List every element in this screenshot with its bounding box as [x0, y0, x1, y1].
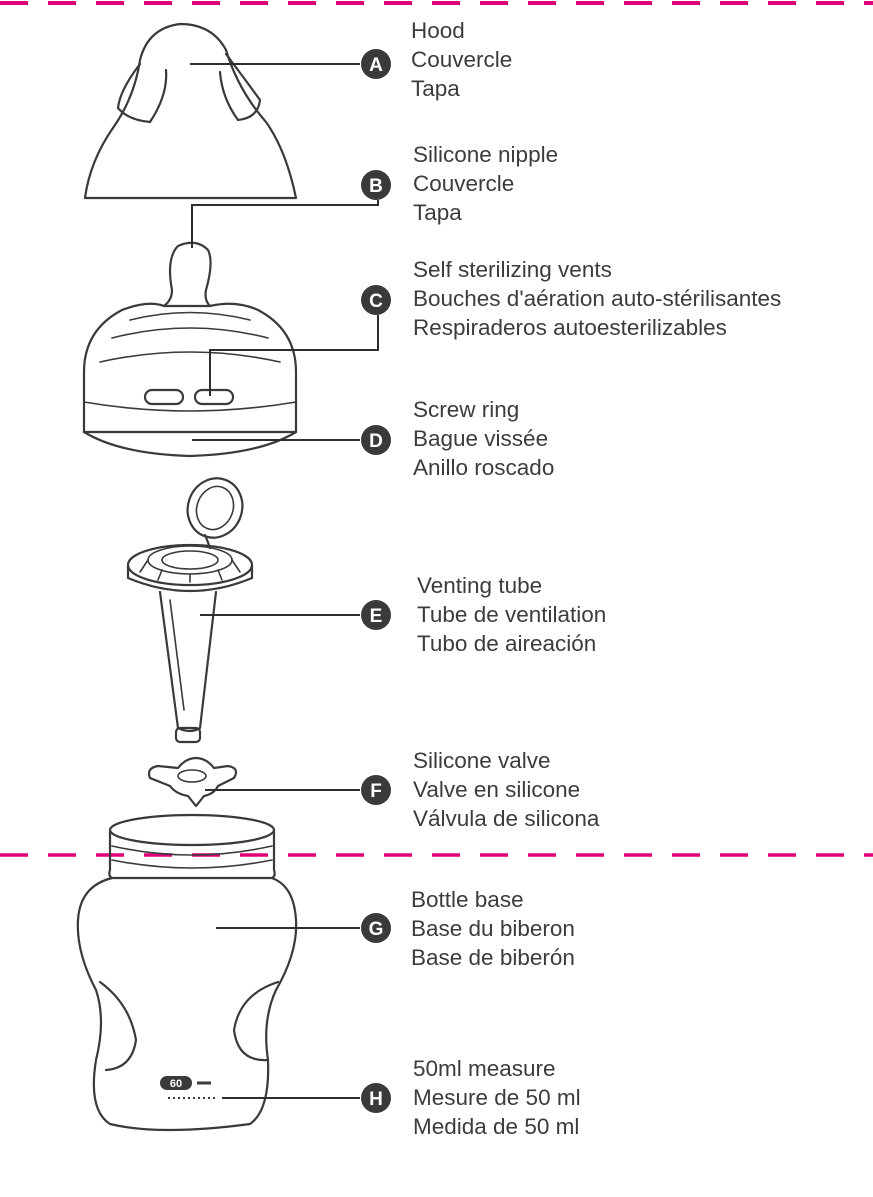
leader-lines: [190, 63, 379, 1099]
label-vents-en: Self sterilizing vents: [413, 257, 612, 282]
label-venting-tube-en: Venting tube: [417, 573, 543, 598]
label-screw-ring-fr: Bague vissée: [413, 426, 549, 451]
leader-line-c: [209, 315, 379, 396]
badge-h: H: [361, 1083, 391, 1113]
label-valve-en: Silicone valve: [413, 748, 551, 773]
label-screw-ring: Screw ring Bague vissée Anillo roscado: [413, 395, 554, 482]
label-bottle-base-fr: Base du biberon: [411, 916, 575, 941]
label-vents-fr: Bouches d'aération auto-stérilisantes: [413, 286, 782, 311]
badge-e-letter: E: [370, 606, 383, 627]
badge-g: G: [361, 913, 391, 943]
label-nipple-en: Silicone nipple: [413, 142, 559, 167]
label-hood-en: Hood: [411, 18, 465, 43]
badge-c: C: [361, 285, 391, 315]
label-vents-es: Respiraderos autoesterilizables: [413, 315, 727, 340]
label-venting-tube-fr: Tube de ventilation: [417, 602, 607, 627]
nipple-collar-icon: [82, 241, 298, 458]
label-screw-ring-es: Anillo roscado: [413, 455, 555, 480]
badge-d-letter: D: [369, 431, 383, 452]
label-valve-fr: Valve en silicone: [413, 777, 581, 802]
venting-tube-icon: [126, 477, 254, 744]
badge-b: B: [361, 170, 391, 200]
label-bottle-base-es: Base de biberón: [411, 945, 575, 970]
badge-b-letter: B: [369, 176, 383, 197]
silicone-valve-icon: [147, 756, 238, 808]
hood-icon: [83, 22, 298, 200]
label-vents: Self sterilizing vents Bouches d'aératio…: [413, 255, 781, 342]
badge-c-letter: C: [369, 291, 383, 312]
label-valve-es: Válvula de silicona: [413, 806, 600, 831]
badge-d: D: [361, 425, 391, 455]
label-hood: Hood Couvercle Tapa: [411, 16, 512, 103]
badge-g-letter: G: [369, 919, 384, 940]
label-nipple-es: Tapa: [413, 200, 462, 225]
label-screw-ring-en: Screw ring: [413, 397, 520, 422]
badge-e: E: [361, 600, 391, 630]
leader-line-b: [191, 200, 379, 248]
label-venting-tube-es: Tubo de aireación: [417, 631, 597, 656]
label-measure: 50ml measure Mesure de 50 ml Medida de 5…: [413, 1054, 581, 1141]
label-nipple: Silicone nipple Couvercle Tapa: [413, 140, 558, 227]
label-hood-fr: Couvercle: [411, 47, 513, 72]
badge-a-letter: A: [369, 55, 383, 76]
label-valve: Silicone valve Valve en silicone Válvula…: [413, 746, 599, 833]
measure-mark-icon: 60: [160, 1076, 216, 1099]
measure-mark-text: 60: [170, 1078, 182, 1090]
label-venting-tube: Venting tube Tube de ventilation Tubo de…: [417, 571, 606, 658]
label-measure-en: 50ml measure: [413, 1056, 556, 1081]
label-hood-es: Tapa: [411, 76, 460, 101]
badge-a: A: [361, 49, 391, 79]
badge-h-letter: H: [369, 1089, 383, 1110]
label-measure-fr: Mesure de 50 ml: [413, 1085, 581, 1110]
bottle-base-icon: [76, 813, 298, 1132]
label-bottle-base: Bottle base Base du biberon Base de bibe…: [411, 885, 575, 972]
label-nipple-fr: Couvercle: [413, 171, 515, 196]
label-measure-es: Medida de 50 ml: [413, 1114, 580, 1139]
badge-f-letter: F: [370, 781, 382, 802]
label-bottle-base-en: Bottle base: [411, 887, 524, 912]
badge-f: F: [361, 775, 391, 805]
